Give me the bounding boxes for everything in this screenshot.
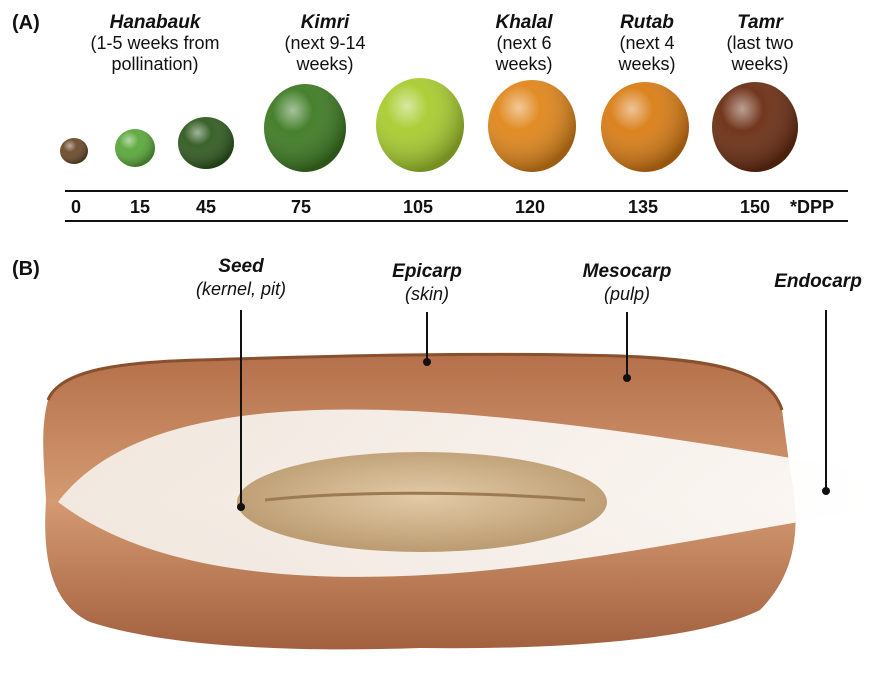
- part-name: Mesocarp: [555, 261, 699, 283]
- part-name: Seed: [136, 256, 346, 278]
- seed-leader-dot: [237, 503, 245, 511]
- part-seed: Seed (kernel, pit): [136, 256, 346, 300]
- endocarp-leader-dot: [822, 487, 830, 495]
- mesocarp-leader-dot: [623, 374, 631, 382]
- part-endocarp: Endocarp: [756, 271, 880, 293]
- part-epicarp: Epicarp (skin): [362, 261, 492, 305]
- epicarp-leader-dot: [423, 358, 431, 366]
- part-sub: (skin): [362, 283, 492, 305]
- part-mesocarp: Mesocarp (pulp): [555, 261, 699, 305]
- part-name: Epicarp: [362, 261, 492, 283]
- seed-kernel: [237, 452, 607, 552]
- part-sub: (kernel, pit): [136, 278, 346, 300]
- part-sub: (pulp): [555, 283, 699, 305]
- part-name: Endocarp: [756, 271, 880, 293]
